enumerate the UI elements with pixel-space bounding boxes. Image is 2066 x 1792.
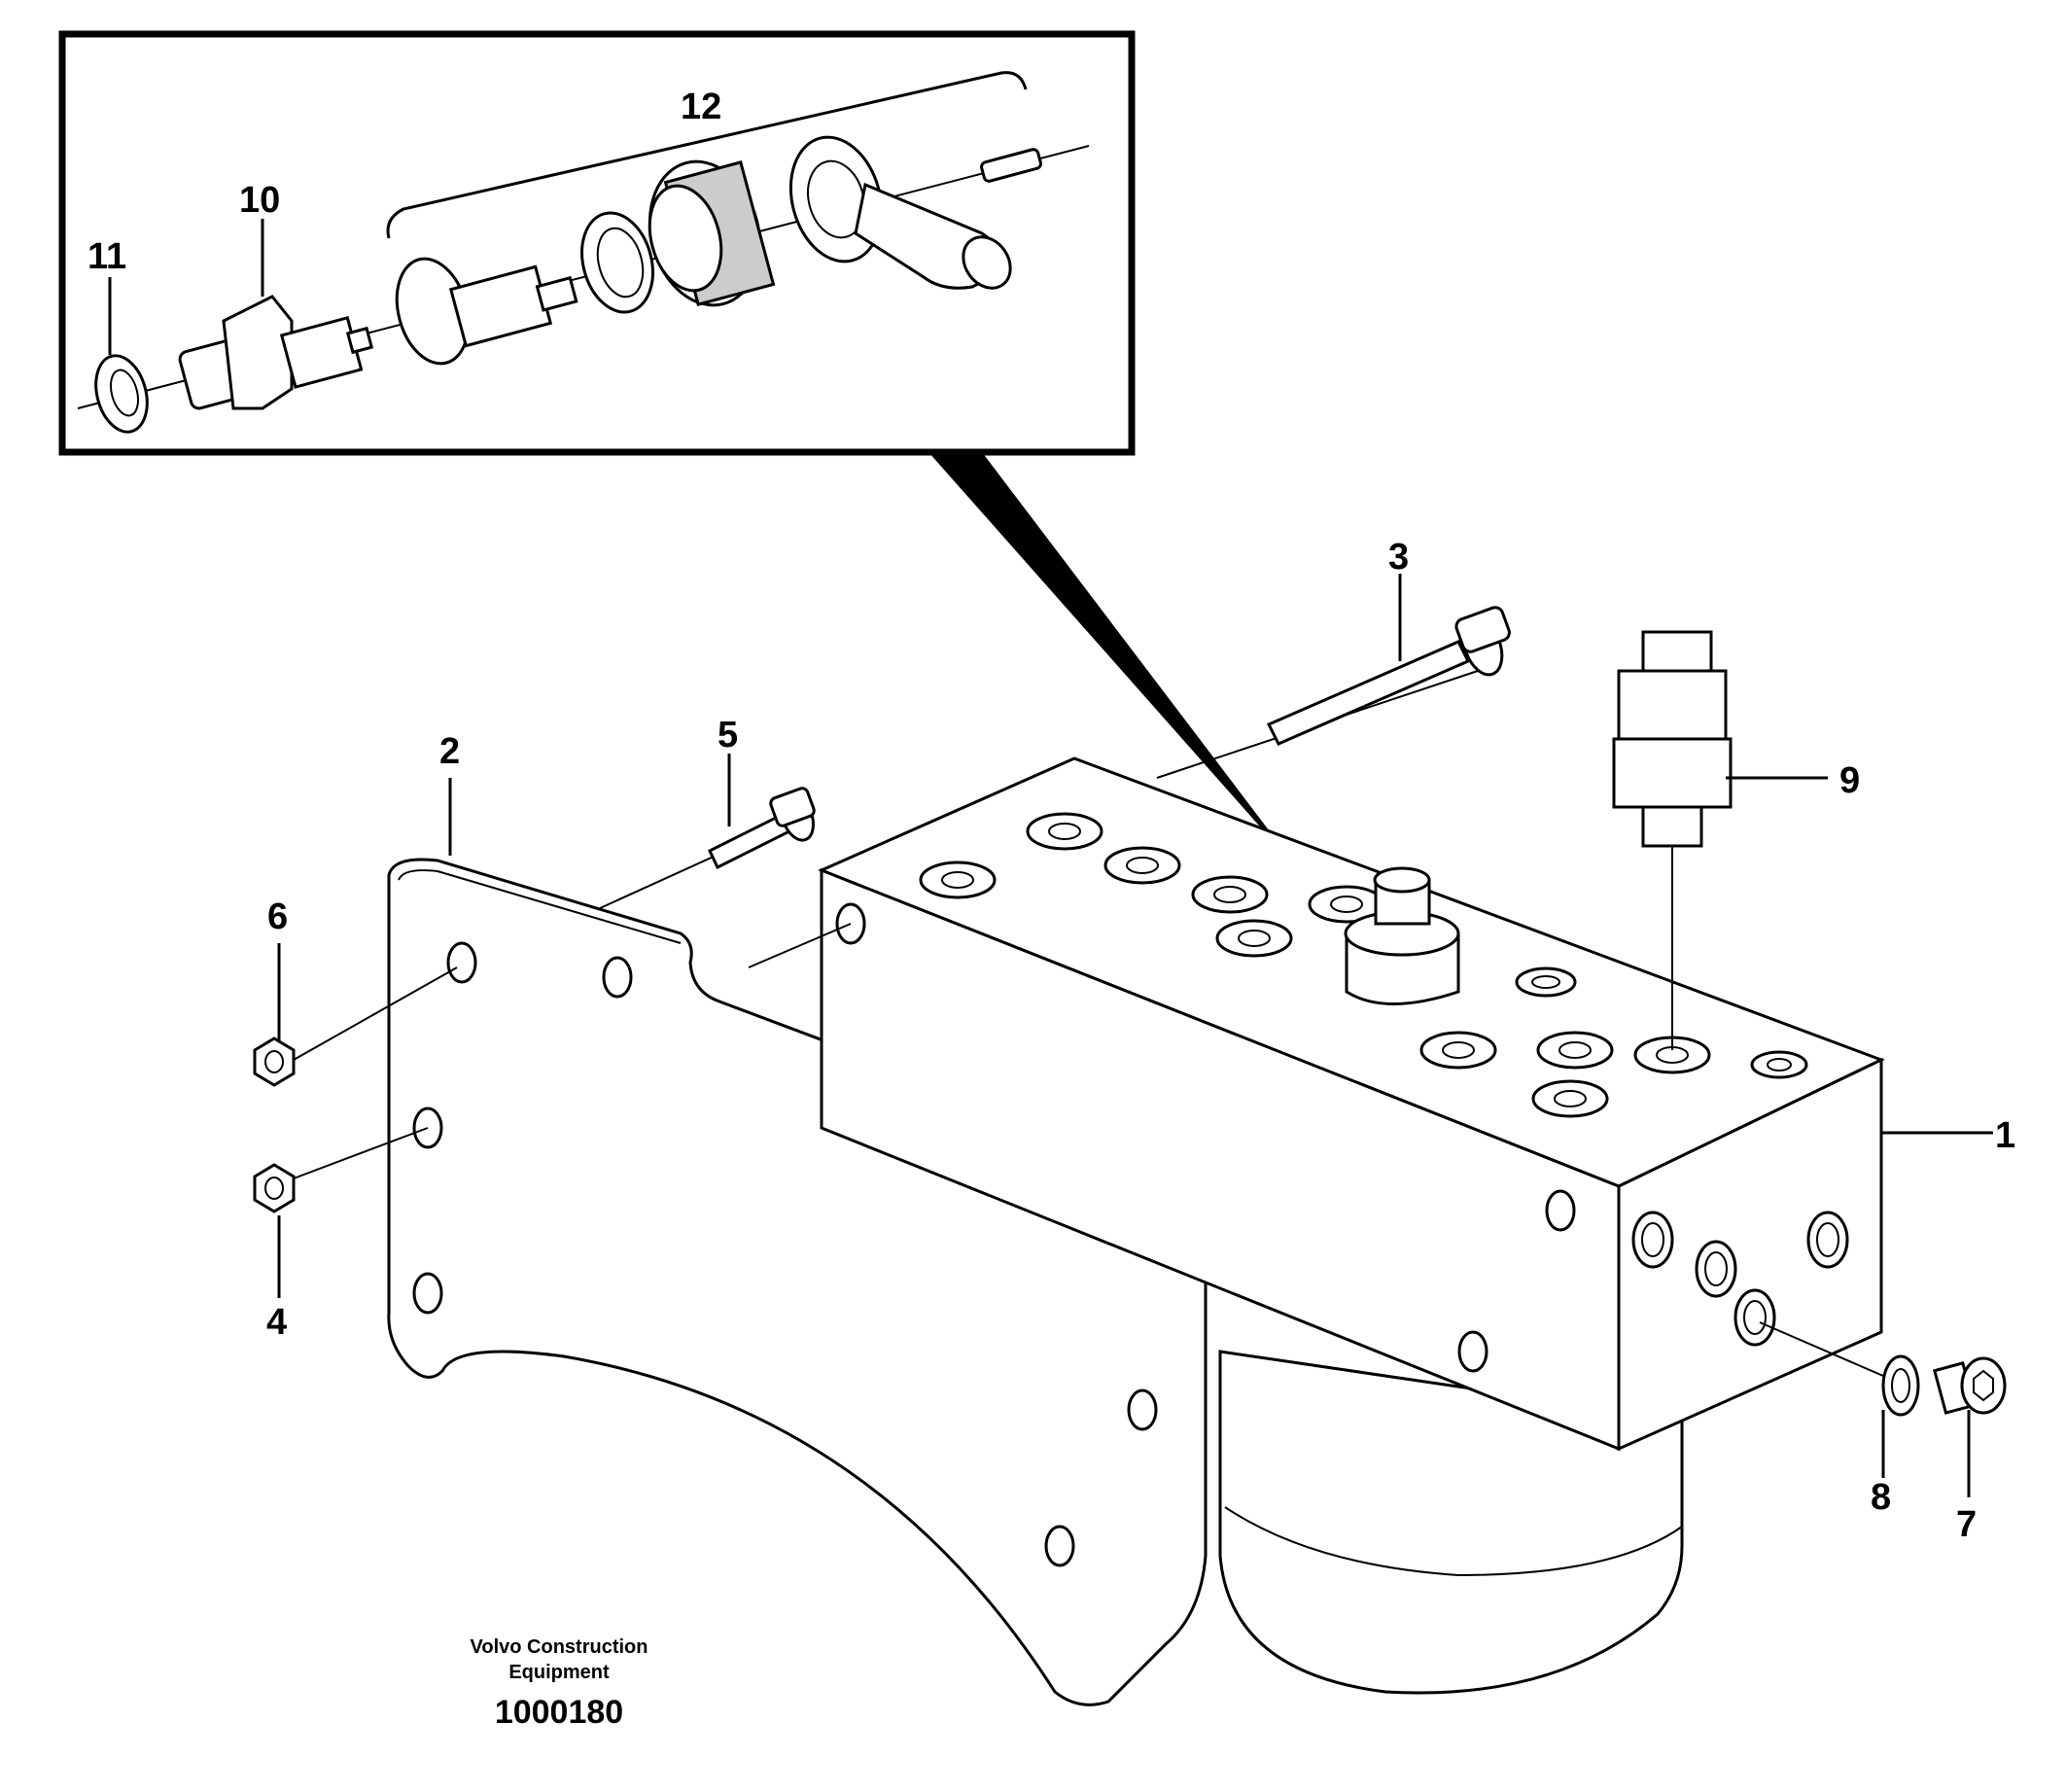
callout-3: 3 [1388, 537, 1409, 578]
callout-9: 9 [1839, 760, 1860, 801]
bolt-5 [597, 787, 852, 968]
callout-10: 10 [239, 180, 280, 221]
nut-4 [253, 1127, 429, 1213]
plug-7 [1932, 1356, 2007, 1415]
callout-2: 2 [439, 731, 460, 772]
filter-canister [1218, 1350, 1684, 1695]
bolt-3 [1156, 606, 1511, 779]
callout-4: 4 [266, 1302, 287, 1343]
callout-1: 1 [1995, 1115, 2015, 1156]
washer-8 [1759, 1321, 1920, 1417]
callout-6: 6 [267, 896, 288, 937]
drawing-number: 1000180 [495, 1694, 623, 1731]
sensor-10 [178, 295, 374, 410]
caption-line1: Volvo Construction [471, 1636, 648, 1658]
callout-5: 5 [718, 715, 738, 755]
fitting-group-12 [395, 135, 1042, 366]
nut-6 [253, 966, 458, 1087]
leader-lines [108, 219, 1993, 1497]
callout-8: 8 [1871, 1477, 1891, 1518]
callout-7: 7 [1956, 1504, 1977, 1545]
caption-line2: Equipment [508, 1662, 610, 1683]
mounted-sensor [1344, 866, 1460, 1005]
pressure-switch-9 [1612, 630, 1733, 1050]
brace-12 [386, 71, 1028, 239]
callout-11: 11 [88, 236, 126, 277]
valve-block-1 [818, 756, 1885, 1452]
callout-12: 12 [681, 87, 721, 127]
washer-11 [94, 354, 149, 434]
detail-inset [58, 30, 1303, 875]
top-ports [919, 812, 1808, 1118]
